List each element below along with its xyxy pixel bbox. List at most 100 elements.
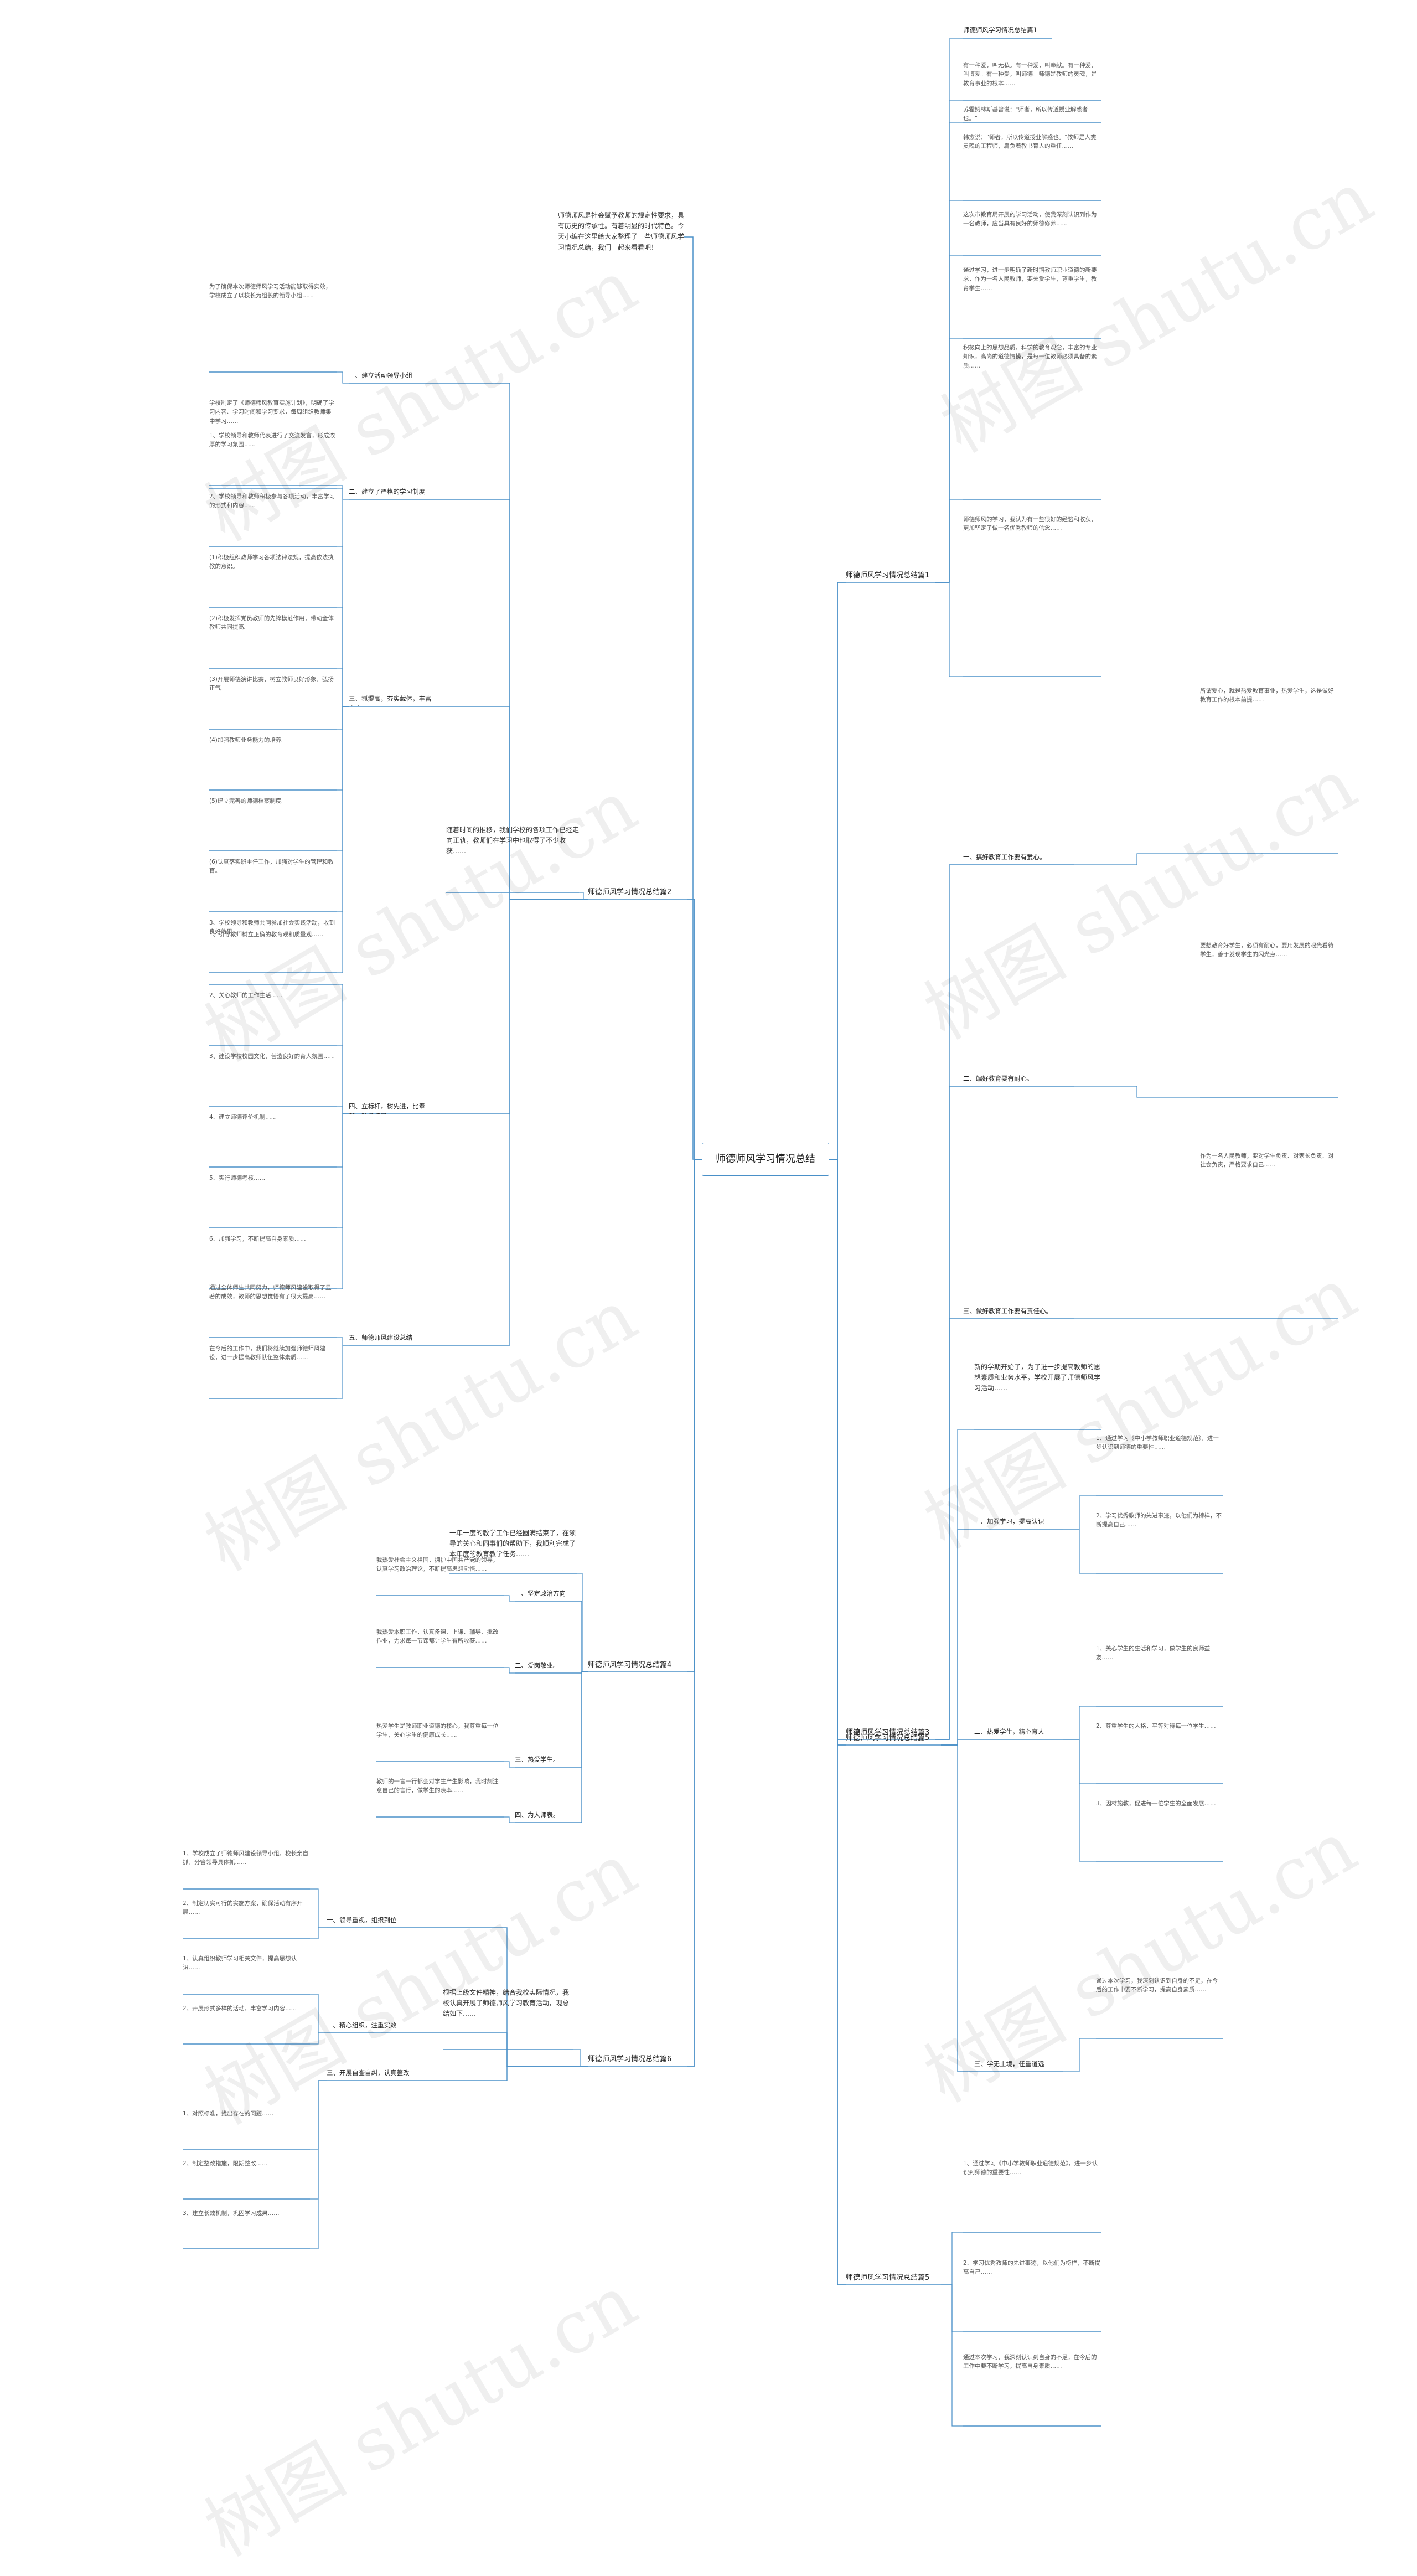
section-2-sub-4[interactable]: 四、立标杆，树先进，比奉献，弘扬师风 [349,1102,425,1114]
section-4-sub-3[interactable]: 三、热爱学生。 [515,1756,560,1763]
section-6-leaf: 1、认真组织教师学习相关文件，提高思想认识…… [183,1955,297,1971]
section-4-leaf: 我热爱本职工作，认真备课、上课、辅导、批改作业，力求每一节课都让学生有所收获…… [376,1629,499,1645]
section-2-leaf: (3)开展师德演讲比赛，树立教师良好形象，弘扬正气。 [209,676,334,692]
connector-line [337,668,349,707]
connector-line [579,892,588,900]
section-5-leaf: 1、通过学习《中小学教师职业道德规范》，进一步认识到师德的重要性…… [1096,1435,1219,1451]
connector-line [687,899,702,1160]
section-2-leaf: (2)积极发挥党员教师的先锋模范作用，带动全体教师共同提高。 [209,615,334,631]
section-1-leaf: 积极向上的思想品质，科学的教育观念，丰富的专业知识，高尚的道德情操，是每一位教师… [963,344,1097,369]
section-6-sub-3[interactable]: 三、开展自查自纠，认真整改 [327,2069,410,2077]
section-5-extra-leaf: 2、学习优秀教师的先进事迹，以他们为榜样，不断提高自己…… [963,2260,1101,2276]
section-5-extra-leaf: 通过本次学习，我深刻认识到自身的不足，在今后的工作中要不断学习，提高自身素质…… [963,2354,1097,2370]
section-2-leaf: (4)加强教师业务能力的培养。 [209,737,287,744]
section-title-4[interactable]: 师德师风学习情况总结篇4 [588,1661,672,1669]
section-2-leaf: 5、实行师德考核…… [209,1175,266,1181]
section-6-leaf: 2、制定切实可行的实施方案，确保活动有序开展…… [183,1900,303,1916]
section-4-sub-1[interactable]: 一、坚定政治方向 [515,1589,566,1597]
section-4-sub-2[interactable]: 二、爱岗敬业。 [515,1661,560,1669]
connector-line [337,1345,349,1399]
section-title-5-header[interactable]: 师德师风学习情况总结篇5 [846,1734,930,1742]
section-4-leaf: 热爱学生是教师职业道德的核心，我尊重每一位学生，关心学生的健康成长…… [376,1723,499,1739]
connector-line [1074,853,1200,865]
connector-line [941,2232,963,2285]
section-2-sub-5[interactable]: 五、师德师风建设总结 [349,1334,412,1341]
section-2-leaf: 2、关心教师的工作生活…… [209,992,283,999]
connector-line [1063,1529,1096,1574]
connector-line [504,1761,515,1768]
section-2-leaf: 为了确保本次师德师风学习活动能够取得实效，学校成立了以校长为组长的领导小组…… [209,283,332,300]
connector-line [1063,1495,1096,1530]
section-2-leaf: 1、引导教师树立正确的教育观和质量观…… [209,931,324,938]
section-3-leaf: 要想教育好学生，必须有耐心，要用发展的眼光看待学生，善于发现学生的闪光点…… [1200,942,1334,958]
section-5-leaf: 3、因材施教，促进每一位学生的全面发展…… [1096,1800,1216,1807]
connector-line [432,899,588,1346]
connector-line [1074,1086,1200,1098]
section-6-sub-1[interactable]: 一、领导重视，组织到位 [327,1916,397,1924]
section-3-sub-1[interactable]: 一、搞好教育工作要有爱心。 [963,853,1046,861]
section-5-sub-1[interactable]: 一、加强学习，提高认识 [974,1517,1044,1525]
connector-line [310,1927,327,1939]
section-2-leaf: (6)认真落实班主任工作，加强对学生的管理和教育。 [209,859,334,875]
section-1-leaf: 通过学习，进一步明确了新时期教师职业道德的新要求，作为一名人民教师，要关爱学生，… [963,267,1097,292]
section-6-intro: 根据上级文件精神，结合我校实际情况，我校认真开展了师德师风学习教育活动，现总结如… [443,1989,570,2018]
connector-line [1063,1706,1096,1740]
section-6-sub-2[interactable]: 二、精心组织，注重实效 [327,2021,397,2029]
section-5-leaf: 1、关心学生的生活和学习，做学生的良师益友…… [1096,1645,1211,1661]
section-4-leaf: 我热爱社会主义祖国，拥护中国共产党的领导，认真学习政治理论，不断提高思想觉悟…… [376,1557,499,1573]
connector-line [935,1318,963,1740]
connector-line [504,1816,515,1823]
connector-line [687,1159,702,2067]
section-2-leaf: 3、学校领导和教师共同参加社会实践活动，收到良好效果…… [209,920,335,936]
section-1-leaf: 苏霍姆林斯基曾说："师者，所以传道授业解惑者也。" [963,106,1088,122]
connector-line [337,371,349,384]
section-5-sub-3[interactable]: 三、学无止境，任重道远 [974,2060,1044,2068]
section-2-sub-3[interactable]: 三、抓提高，夯实载体，丰富内容 [349,695,432,706]
connector-line [576,1671,588,1823]
connector-line [504,1595,515,1602]
section-5-leaf: 通过本次学习，我深刻认识到自身的不足，在今后的工作中要不断学习，提高自身素质…… [1096,1978,1218,1994]
section-5-leaf: 2、学习优秀教师的先进事迹，以他们为榜样，不断提高自己…… [1096,1512,1222,1529]
connector-line [829,1159,846,2285]
section-title-5-footer[interactable]: 师德师风学习情况总结篇5 [846,2274,930,2282]
section-4-leaf: 教师的一言一行都会对学生产生影响，我时刻注意自己的言行，做学生的表率…… [376,1778,499,1794]
section-2-sub-2[interactable]: 二、建立了严格的学习制度 [349,488,425,495]
top-heading[interactable]: 师德师风学习情况总结篇1 [963,26,1037,34]
section-1-leaf: 韩愈说："师者，所以传道授业解惑也。"教师是人类灵魂的工程师，肩负着教书育人的重… [963,134,1097,150]
section-3-leaf: 作为一名人民教师，要对学生负责、对家长负责、对社会负责，严格要求自己…… [1200,1153,1334,1169]
connector-line [504,1667,515,1674]
section-2-leaf: 2、学校领导和教师积极参与各项活动，丰富学习的形式和内容…… [209,493,335,509]
section-title-2[interactable]: 师德师风学习情况总结篇2 [588,888,672,896]
section-title-6[interactable]: 师德师风学习情况总结篇6 [588,2055,672,2063]
section-2-leaf: 4、建立师德评价机制…… [209,1114,277,1121]
connector-line [310,1994,327,2033]
connector-line [684,236,702,1160]
intro-text: 师德师风是社会赋予教师的规定性要求，具有历史的传承性。有着明显的时代特色。今天小… [558,211,684,251]
connector-line [310,1888,327,1928]
section-title-1[interactable]: 师德师风学习情况总结篇1 [846,571,930,580]
section-title-3[interactable]: 师德师风学习情况总结篇3 [846,1728,930,1737]
section-4-intro: 一年一度的教学工作已经圆满结束了，在领导的关心和同事们的帮助下，我顺利完成了本年… [449,1529,576,1558]
connector-line [941,1744,974,2072]
section-3-leaf: 所谓爱心，就是热爱教育事业，热爱学生，这是做好教育工作的根本前提…… [1200,688,1334,704]
connector-line [941,2284,963,2427]
section-2-sub-1[interactable]: 一、建立活动领导小组 [349,371,412,379]
section-4-sub-4[interactable]: 四、为人师表。 [515,1811,560,1819]
section-3-sub-2[interactable]: 二、端好教育要有耐心。 [963,1075,1033,1082]
connector-line [1063,2038,1096,2072]
section-2-leaf: 6、加强学习，不断提高自身素质…… [209,1236,306,1242]
connector-line [337,706,349,973]
section-5-leaf: 2、尊重学生的人格，平等对待每一位学生…… [1096,1723,1216,1730]
section-6-leaf: 1、学校成立了师德师风建设领导小组，校长亲自抓，分管领导具体抓…… [183,1850,309,1866]
connector-line [935,38,963,583]
connector-line [426,2066,588,2081]
section-6-leaf: 2、开展形式多样的活动，丰富学习内容…… [183,2005,297,2012]
section-3-sub-3[interactable]: 三、做好教育工作要有责任心。 [963,1307,1052,1315]
root-topic[interactable]: 师德师风学习情况总结 [702,1143,829,1176]
section-5-extra-leaf: 1、通过学习《中小学教师职业道德规范》，进一步认识到师德的重要性…… [963,2160,1098,2176]
connector-line [337,1113,349,1289]
connector-line [941,1739,974,1746]
section-5-sub-2[interactable]: 二、热爱学生，精心育人 [974,1728,1044,1736]
section-2-leaf: 学校制定了《师德师风教育实施计划》，明确了学习内容、学习时间和学习要求，每周组织… [209,400,334,425]
